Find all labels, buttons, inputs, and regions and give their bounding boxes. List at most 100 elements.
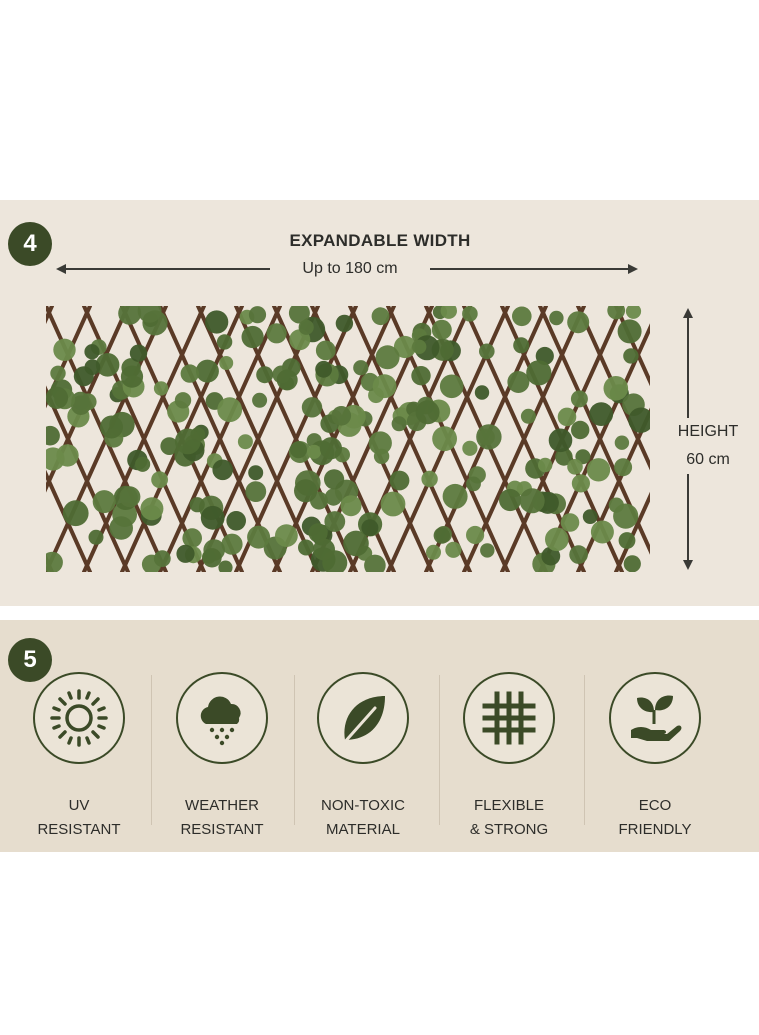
leaf <box>205 310 229 334</box>
leaf <box>275 524 298 547</box>
leaf <box>433 527 451 544</box>
leaf <box>499 488 522 512</box>
leaf <box>582 509 598 524</box>
leaf <box>276 369 298 391</box>
leaf <box>109 516 133 540</box>
leaf <box>608 497 624 513</box>
feature-label: UV RESISTANT <box>6 794 152 842</box>
feature-line: ECO <box>638 797 672 814</box>
sun-icon <box>33 672 125 764</box>
feature-non-toxic-material: NON-TOXIC MATERIAL <box>290 672 436 842</box>
lattice-icon <box>463 672 555 764</box>
feature-weather-resistant: WEATHER RESISTANT <box>149 672 295 842</box>
leaf <box>237 434 253 450</box>
leaf <box>92 490 116 514</box>
height-title: HEIGHT <box>677 423 739 440</box>
leaf <box>549 310 564 326</box>
leaf <box>541 546 561 566</box>
leaf <box>151 471 168 489</box>
leaf <box>290 441 307 459</box>
leaf <box>212 459 233 481</box>
feature-flexible-strong: FLEXIBLE & STRONG <box>436 672 582 842</box>
leaf <box>324 511 346 532</box>
height-label: HEIGHT 60 cm <box>656 418 759 474</box>
leaf <box>371 307 390 326</box>
leaf-icon <box>317 672 409 764</box>
leaf <box>50 365 66 381</box>
leaf <box>53 338 76 361</box>
step-5-badge: 5 <box>8 638 52 682</box>
feature-label: NON-TOXIC MATERIAL <box>290 794 436 842</box>
feature-line: & STRONG <box>469 821 549 838</box>
feature-line: MATERIAL <box>326 821 400 838</box>
leaf <box>313 538 335 561</box>
leaf <box>46 551 63 572</box>
leaf <box>526 360 552 386</box>
leaf <box>153 381 169 396</box>
leaf <box>466 525 485 545</box>
leaf <box>431 319 452 340</box>
leaf <box>298 319 314 335</box>
divider <box>584 675 585 825</box>
leaf <box>440 306 457 319</box>
leaf <box>439 374 464 399</box>
leaf <box>95 353 120 377</box>
leaf <box>466 476 481 492</box>
leaf <box>335 314 354 333</box>
leaf <box>545 527 569 552</box>
feature-line: NON-TOXIC <box>321 797 405 814</box>
leaf <box>603 376 629 401</box>
leaf <box>569 545 588 564</box>
leaf <box>119 486 141 508</box>
step-5-number: 5 <box>23 646 37 673</box>
leaf <box>368 431 392 455</box>
leaf <box>176 544 195 563</box>
leaf <box>426 544 441 560</box>
leaf <box>343 530 369 557</box>
leaf <box>308 523 328 543</box>
divider <box>151 675 152 825</box>
leaf <box>479 343 495 360</box>
leaf <box>174 392 192 409</box>
leaf <box>548 428 573 453</box>
leaf <box>618 532 636 549</box>
leaf <box>84 359 101 376</box>
width-value: Up to 180 cm <box>270 260 430 278</box>
leaf <box>266 323 287 344</box>
leaf <box>380 491 406 517</box>
leaf <box>421 470 438 488</box>
leaf <box>46 447 65 471</box>
leaf <box>442 483 468 509</box>
leaf <box>200 505 225 530</box>
leaf <box>216 334 233 350</box>
leaf <box>560 513 580 532</box>
leaf <box>513 337 530 354</box>
leaf <box>180 364 199 383</box>
leaf <box>571 474 591 493</box>
leaf <box>245 481 267 502</box>
leaf <box>319 437 342 460</box>
leaf <box>614 458 633 477</box>
leaf <box>256 366 274 384</box>
leaf <box>462 440 478 456</box>
cloud-rain-icon <box>176 672 268 764</box>
leaf <box>361 519 379 537</box>
feature-line: FRIENDLY <box>618 821 692 838</box>
leaf <box>507 371 530 393</box>
leaf <box>217 397 243 423</box>
leaf <box>586 458 611 482</box>
leaf <box>538 457 553 473</box>
leaf <box>623 348 639 364</box>
leaf <box>62 500 89 527</box>
leaf <box>118 306 142 325</box>
leaf <box>195 359 219 383</box>
leaf <box>174 428 201 455</box>
leaf <box>590 520 614 544</box>
leaf <box>353 360 369 376</box>
leaf <box>340 495 362 517</box>
leaf <box>120 365 144 388</box>
feature-line: WEATHER <box>185 797 259 814</box>
leaf <box>445 541 462 558</box>
leaf <box>135 456 151 472</box>
width-title: EXPANDABLE WIDTH <box>289 231 471 250</box>
